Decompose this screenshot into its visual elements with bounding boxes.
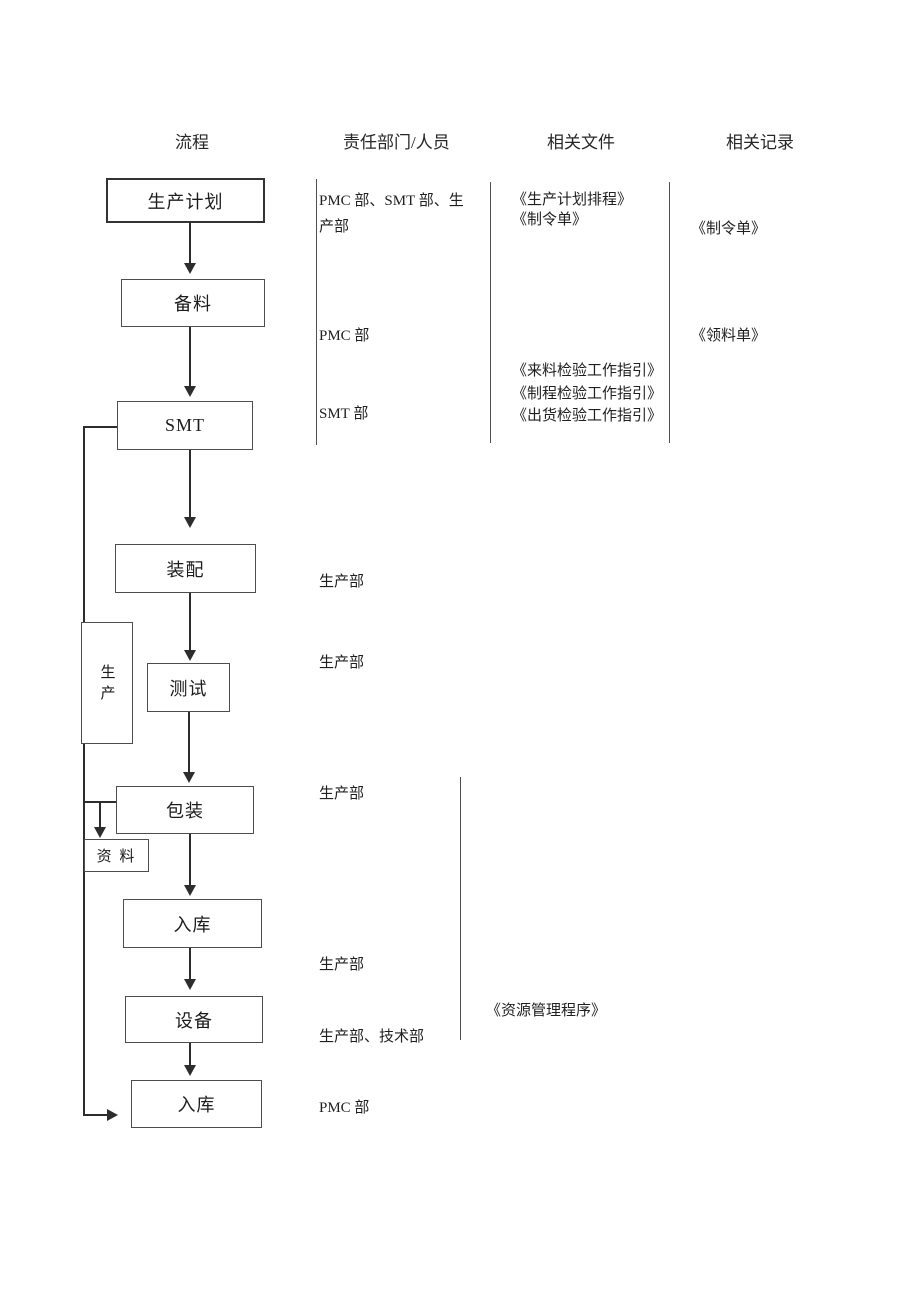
flow-box-packaging: 包装 [116,786,254,834]
rail-vertical-line [83,426,85,1116]
rail-top-connector-line [83,426,117,428]
column-header-documents: 相关文件 [547,133,615,152]
column-header-responsible: 责任部门/人员 [343,133,450,152]
flow-box-production-plan: 生产计划 [106,178,265,223]
column-separator-4 [460,777,461,1040]
responsible-assembly: 生产部 [319,574,365,590]
document-plan-schedule: 《生产计划排程》 [512,192,633,208]
arrow-warehouse-equipment-stem [189,948,191,979]
arrow-smt-assembly-stem [189,450,191,517]
flow-box-production-side: 生产 [81,622,133,744]
arrow-warehouse-equipment-head-icon [184,979,196,990]
arrow-smt-assembly-head-icon [184,517,196,528]
flow-box-warehousing-1-label: 入库 [173,914,212,935]
responsible-equipment: 生产部、技术部 [319,1029,425,1045]
arrow-assembly-test-stem [189,593,191,650]
flow-box-production-plan-label: 生产计划 [147,191,224,212]
arrow-material-smt-stem [189,327,191,386]
arrow-material-smt-head-icon [184,386,196,397]
flow-box-warehousing-2: 入库 [131,1080,262,1128]
responsible-smt: SMT 部 [319,406,369,422]
flow-box-material-prep-label: 备料 [174,294,212,314]
document-resource-management: 《资源管理程序》 [486,1003,607,1019]
responsible-warehouse2: PMC 部 [319,1100,370,1116]
document-work-order: 《制令单》 [512,212,588,228]
responsible-material: PMC 部 [319,328,370,344]
rail-bottom-connector-line [83,1114,107,1116]
responsible-warehouse1: 生产部 [319,957,365,973]
record-work-order: 《制令单》 [691,221,767,237]
flow-box-test-label: 测试 [169,678,208,699]
flow-box-assembly: 装配 [115,544,256,593]
arrow-plan-material-stem [189,216,191,263]
flow-box-data: 资 料 [84,839,149,872]
responsible-packaging: 生产部 [319,786,365,802]
responsible-test: 生产部 [319,655,365,671]
flow-box-equipment: 设备 [125,996,263,1043]
flow-box-data-label: 资 料 [96,849,137,865]
flow-box-assembly-label: 装配 [166,559,205,580]
column-separator-3 [669,182,670,443]
flow-box-warehousing-1: 入库 [123,899,262,948]
column-separator-1 [316,179,317,445]
flow-box-packaging-label: 包装 [166,801,204,821]
arrow-plan-material-head-icon [184,263,196,274]
data-branch-arrowhead-icon [94,827,106,838]
arrow-packaging-warehouse-head-icon [184,885,196,896]
arrow-test-packaging-head-icon [183,772,195,783]
flow-box-smt-label: SMT [164,415,205,435]
flow-box-test: 测试 [147,663,230,712]
column-header-records: 相关记录 [726,133,794,152]
flow-box-warehousing-2-label: 入库 [177,1095,216,1115]
arrow-test-packaging-stem [188,712,190,772]
flow-box-material-prep: 备料 [121,279,265,327]
column-header-process: 流程 [175,133,209,152]
record-material-requisition: 《领料单》 [691,328,767,344]
document-shipping-inspection: 《出货检验工作指引》 [512,408,663,424]
document-process-inspection: 《制程检验工作指引》 [512,386,663,402]
arrow-packaging-warehouse-stem [189,834,191,885]
arrow-equipment-warehouse2-stem [189,1043,191,1065]
responsible-plan: PMC 部、SMT 部、生产部 [319,193,464,235]
document-incoming-inspection: 《来料检验工作指引》 [512,363,663,379]
arrow-assembly-test-head-icon [184,650,196,661]
data-branch-stem [99,803,101,827]
arrow-equipment-warehouse2-head-icon [184,1065,196,1076]
column-separator-2 [490,182,491,443]
flow-box-smt: SMT [117,401,253,450]
flow-box-production-side-label: 生产 [98,664,115,706]
rail-arrowhead-icon [107,1109,118,1121]
flow-box-equipment-label: 设备 [175,1010,213,1031]
rail-packaging-branch-line [83,801,116,803]
